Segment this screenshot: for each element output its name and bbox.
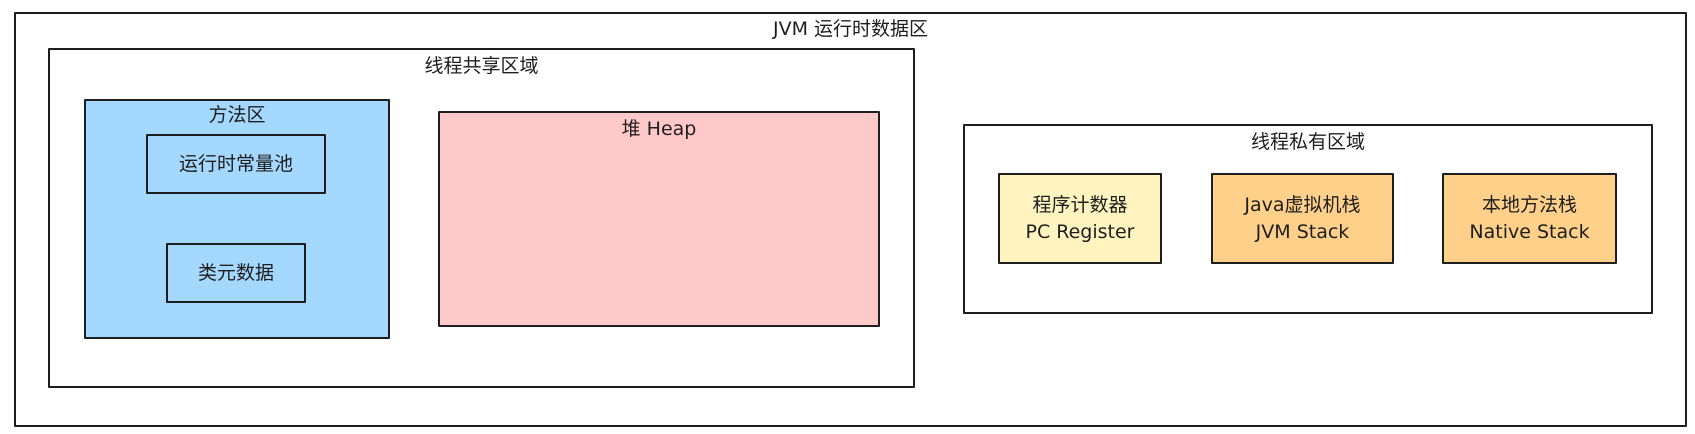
class-metadata-box: 类元数据 <box>166 243 306 303</box>
jvm-runtime-data-area: JVM 运行时数据区 <box>14 12 1687 427</box>
method-area: 方法区 <box>84 99 390 339</box>
pc-register-label-cn: 程序计数器 <box>1032 193 1128 216</box>
pc-register-box: 程序计数器 PC Register <box>998 173 1162 264</box>
native-stack-label-en: Native Stack <box>1469 220 1590 243</box>
heap-area: 堆 Heap <box>438 111 880 327</box>
jvm-stack-label-en: JVM Stack <box>1255 220 1350 243</box>
runtime-constant-pool-label: 运行时常量池 <box>178 152 293 175</box>
method-area-title: 方法区 <box>208 104 266 126</box>
class-metadata-label: 类元数据 <box>197 261 274 284</box>
native-stack-label-cn: 本地方法栈 <box>1481 193 1577 216</box>
heap-title: 堆 Heap <box>621 118 697 140</box>
thread-private-area-title: 线程私有区域 <box>1250 131 1365 153</box>
jvm-runtime-data-area-title: JVM 运行时数据区 <box>772 18 929 40</box>
jvm-stack-label-cn: Java虚拟机栈 <box>1244 193 1361 216</box>
native-stack-box: 本地方法栈 Native Stack <box>1442 173 1617 264</box>
thread-private-area: 线程私有区域 <box>963 124 1653 314</box>
pc-register-label-en: PC Register <box>1025 220 1135 243</box>
jvm-stack-box: Java虚拟机栈 JVM Stack <box>1211 173 1394 264</box>
thread-shared-area: 线程共享区域 <box>48 48 915 388</box>
thread-shared-area-title: 线程共享区域 <box>424 55 539 77</box>
runtime-constant-pool-box: 运行时常量池 <box>146 134 326 194</box>
